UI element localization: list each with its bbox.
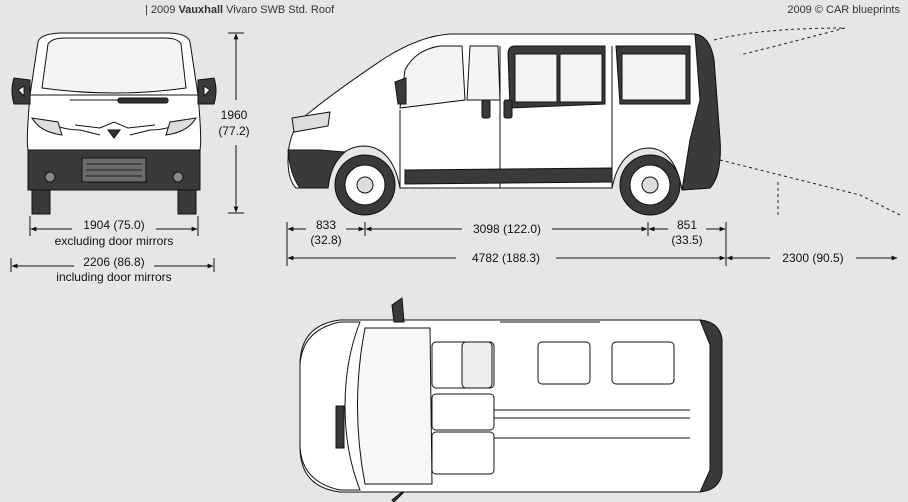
width-incl: 2206 (86.8) <box>83 255 144 269</box>
overall-length: 4782 (188.3) <box>472 251 540 265</box>
front-overhang-in: (32.8) <box>310 233 341 247</box>
header-credit: 2009 © CAR blueprints <box>787 4 900 16</box>
front-view <box>11 32 217 215</box>
open-door-outline <box>713 27 901 218</box>
rear-overhang-mm: 851 <box>677 218 697 232</box>
rear-overhang-in: (33.5) <box>671 233 702 247</box>
height-dimension <box>228 32 244 214</box>
door-clearance: 2300 (90.5) <box>782 251 843 265</box>
height-in: (77.2) <box>218 124 249 138</box>
side-view <box>287 33 721 216</box>
side-dimensions <box>286 222 898 266</box>
wheelbase: 3098 (122.0) <box>473 222 541 236</box>
width-excl: 1904 (75.0) <box>83 218 144 232</box>
front-overhang-mm: 833 <box>316 218 336 232</box>
width-excl-note: excluding door mirrors <box>55 234 174 248</box>
width-dimensions <box>10 216 215 272</box>
top-view <box>299 297 723 502</box>
height-mm: 1960 <box>221 108 248 122</box>
width-incl-note: including door mirrors <box>56 270 171 284</box>
header-make: Vauxhall <box>178 4 224 16</box>
header-title: | 2009 Vauxhall Vivaro SWB Std. Roof <box>145 4 335 16</box>
